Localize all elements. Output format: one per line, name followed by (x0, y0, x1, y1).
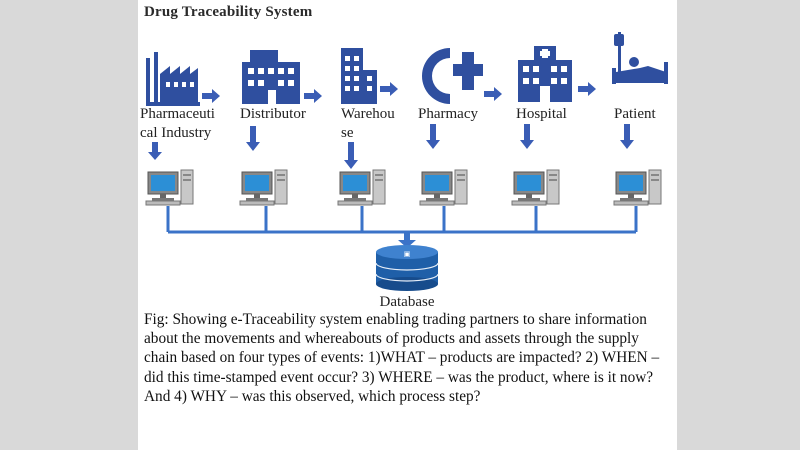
computer-icon (239, 169, 288, 206)
node-label: Distributor (240, 106, 306, 122)
down-arrow (148, 142, 162, 160)
node-label: Hospital (516, 106, 567, 122)
down-arrow (426, 124, 440, 149)
down-arrow (520, 124, 534, 149)
flow-arrow (304, 89, 322, 103)
node-label-line: Distributor (240, 106, 306, 122)
pharmacy-cross-icon (422, 48, 483, 104)
factory-icon (146, 52, 200, 106)
computer-icon (337, 169, 386, 206)
flow-arrows (202, 82, 596, 103)
flow-arrow (202, 89, 220, 103)
node-label: Patient (614, 106, 656, 122)
computer-icon (613, 169, 662, 206)
traceability-diagram: Pharmaceuti cal Industry Distributor Wareho… (140, 32, 668, 310)
computer-row (145, 169, 662, 206)
computer-icon (511, 169, 560, 206)
node-label-line: cal Industry (140, 125, 212, 141)
patient-bed-icon (612, 32, 668, 84)
down-arrow (620, 124, 634, 149)
database-icon: ▣ (375, 245, 439, 291)
node-label-line: Warehou (341, 106, 395, 122)
down-arrows (148, 124, 634, 169)
figure-caption: Fig: Showing e-Traceability system enabl… (144, 311, 660, 405)
down-arrow (246, 126, 260, 151)
node-label: Warehou se (341, 106, 395, 141)
database-label: Database (380, 294, 435, 310)
diagram-title: Drug Traceability System (144, 4, 313, 20)
node-label-line: Hospital (516, 106, 567, 122)
svg-text:▣: ▣ (404, 250, 411, 258)
node-label: Pharmaceuti cal Industry (140, 106, 215, 141)
database-arrow (398, 232, 416, 248)
node-label-line: Patient (614, 106, 656, 122)
figure-panel: Drug Traceability System (138, 0, 677, 450)
hospital-icon (518, 46, 572, 102)
flow-arrow (484, 87, 502, 101)
flow-arrow (380, 82, 398, 96)
node-label-line: se (341, 125, 354, 141)
office-building-icon (242, 50, 300, 104)
computer-icon (145, 169, 194, 206)
node-label-line: Pharmaceuti (140, 106, 215, 122)
warehouse-building-icon (341, 48, 377, 104)
node-labels: Pharmaceuti cal Industry Distributor Wareho… (140, 106, 656, 141)
down-arrow (344, 142, 358, 169)
flow-arrow (578, 82, 596, 96)
node-label: Pharmacy (418, 106, 478, 122)
network-bus (166, 206, 638, 234)
node-label-line: Pharmacy (418, 106, 478, 122)
computer-icon (419, 169, 468, 206)
